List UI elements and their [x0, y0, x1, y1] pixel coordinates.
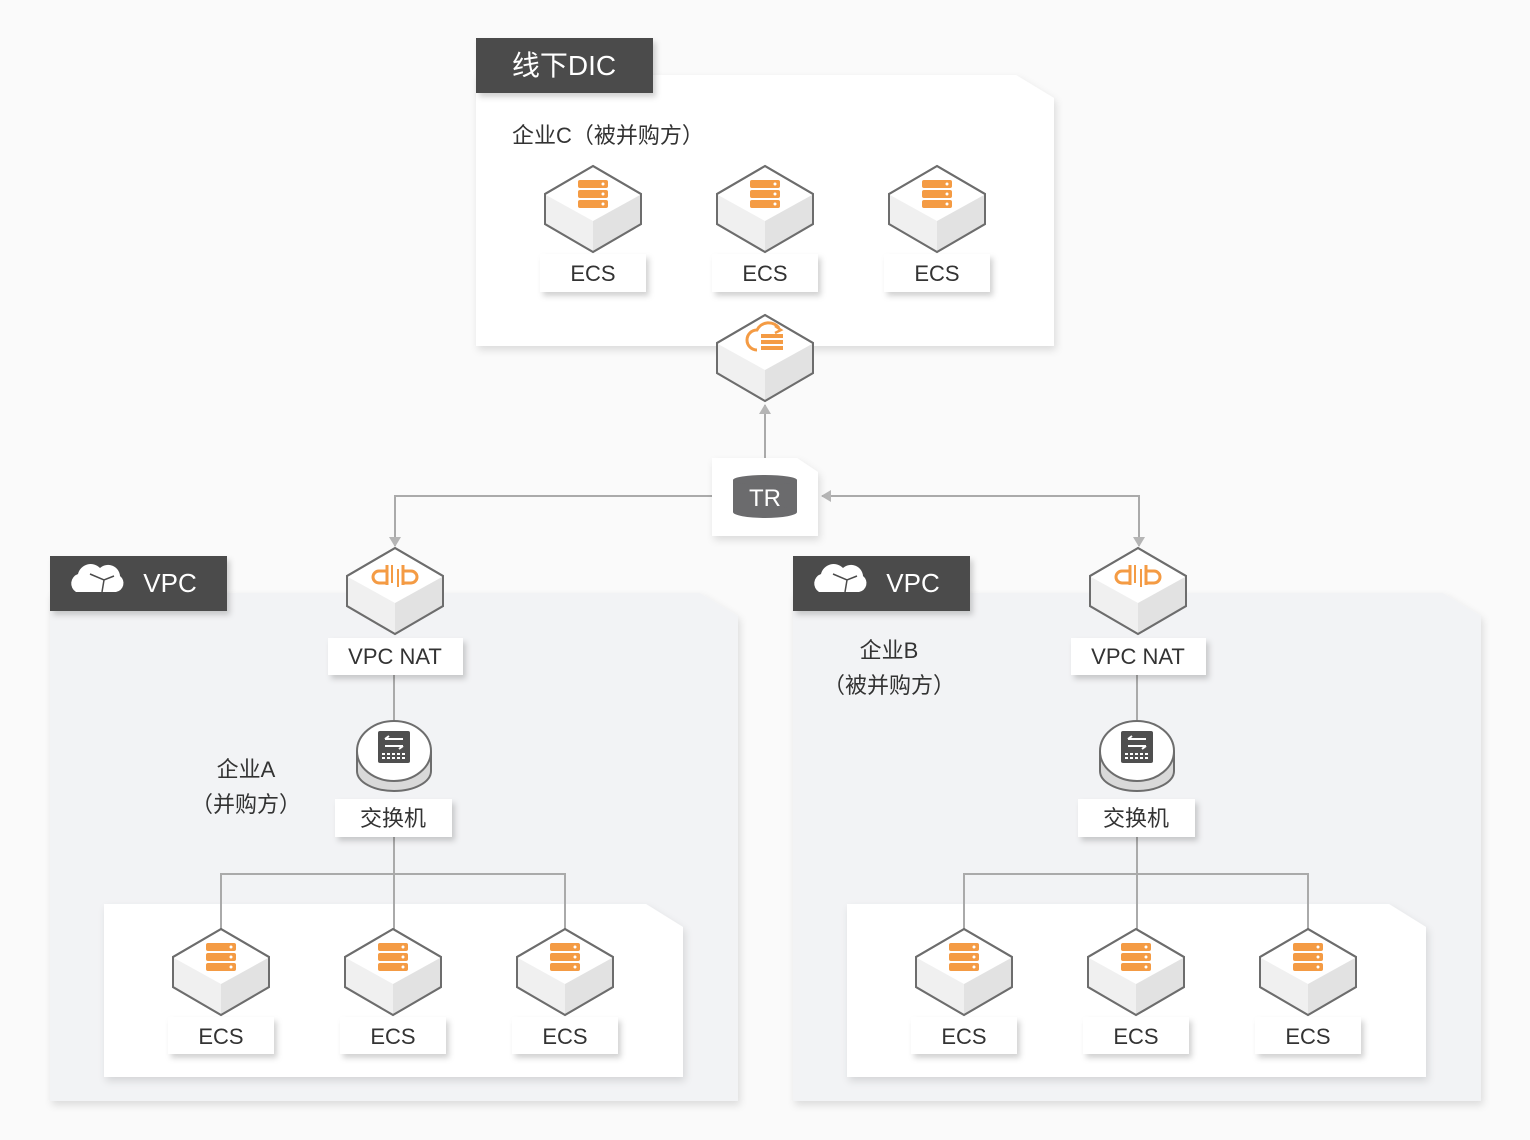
ecs-bus-a [220, 873, 566, 930]
vpc-cloud-icon [814, 564, 867, 593]
tr-to-vpc-a-arrow [389, 495, 712, 547]
ecs-label: ECS [742, 261, 787, 286]
ecs-label: ECS [1113, 1024, 1158, 1049]
vpc-a-company-role: （并购方） [191, 792, 301, 817]
cloud-gateway-node[interactable] [716, 314, 814, 402]
vpc-b-switch-label: 交换机 [1103, 806, 1169, 831]
vpc-a-switch-label: 交换机 [360, 806, 426, 831]
vpc-b-company-name: 企业B [860, 638, 919, 663]
server-icon [1293, 943, 1323, 971]
cloud-firewall-icon [745, 321, 784, 352]
server-icon [949, 943, 979, 971]
tr-cylinder-icon [733, 475, 797, 518]
server-icon [550, 943, 580, 971]
vpc-cloud-icon [71, 564, 124, 593]
server-icon [1121, 943, 1151, 971]
vpc-a-tag-label: VPC [143, 568, 196, 598]
server-icon [378, 943, 408, 971]
vpc-a-company-name: 企业A [217, 757, 276, 782]
ecs-bus-b [963, 873, 1309, 930]
server-icon [578, 180, 608, 208]
vpc-b-company-role: （被并购方） [823, 673, 955, 698]
ecs-label: ECS [914, 261, 959, 286]
transit-router-node[interactable]: TR [712, 458, 818, 536]
server-icon [206, 943, 236, 971]
ecs-label: ECS [1285, 1024, 1330, 1049]
switch-icon [356, 720, 432, 792]
server-icon [750, 180, 780, 208]
server-icon [922, 180, 952, 208]
ecs-label: ECS [570, 261, 615, 286]
tr-label: TR [749, 485, 781, 512]
vpc-a-nat-label: VPC NAT [348, 644, 442, 669]
ecs-label: ECS [370, 1024, 415, 1049]
connectors [220, 404, 1309, 930]
vpc-b-tag-label: VPC [886, 568, 939, 598]
vpc-b-switch-node[interactable] [1099, 720, 1175, 792]
vpc-a-switch-node[interactable] [356, 720, 432, 792]
ecs-label: ECS [941, 1024, 986, 1049]
ecs-label: ECS [198, 1024, 243, 1049]
switch-icon [1099, 720, 1175, 792]
vpc-b-nat-label: VPC NAT [1091, 644, 1185, 669]
dic-company-label: 企业C（被并购方） [512, 123, 704, 148]
ecs-label: ECS [542, 1024, 587, 1049]
dic-tag [476, 38, 653, 93]
vpc-b-to-tr-arrow [821, 490, 1140, 546]
dic-tag-label: 线下DIC [512, 50, 616, 81]
